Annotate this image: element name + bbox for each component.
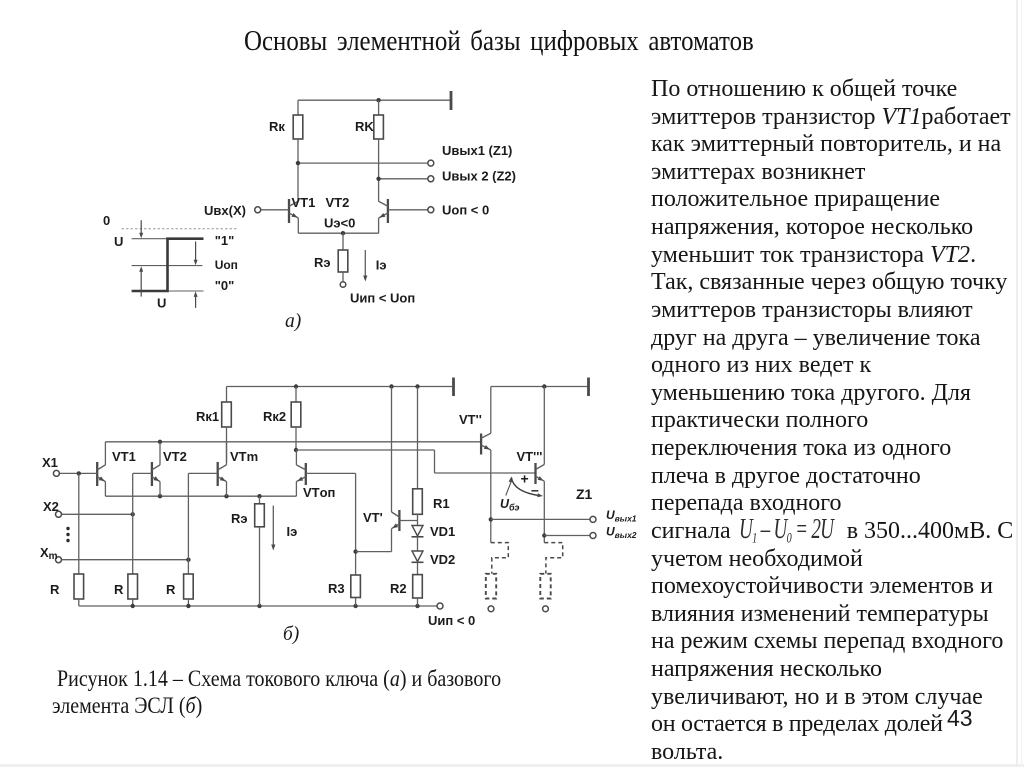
svg-text:R: R <box>114 582 124 597</box>
svg-text:–: – <box>531 482 539 498</box>
svg-text:Xm: Xm <box>40 545 58 562</box>
svg-text:Uэ<0: Uэ<0 <box>324 216 355 231</box>
svg-text:0: 0 <box>103 213 110 228</box>
svg-text:Uоп: Uоп <box>215 258 238 272</box>
svg-text:Iэ: Iэ <box>287 524 298 539</box>
svg-text:Uвых1: Uвых1 <box>606 508 637 524</box>
svg-text:RK: RK <box>355 119 374 134</box>
svg-text:+: + <box>521 471 529 487</box>
svg-text:VT': VT' <box>363 510 383 525</box>
svg-text:Iэ: Iэ <box>376 258 387 273</box>
svg-text:Uвых2: Uвых2 <box>606 525 637 541</box>
svg-text:Uвых 2 (Z2): Uвых 2 (Z2) <box>442 169 516 184</box>
svg-text:R1: R1 <box>433 496 450 511</box>
svg-text:R3: R3 <box>328 581 345 596</box>
svg-text:Rк2: Rк2 <box>263 409 286 424</box>
svg-text:Uбэ: Uбэ <box>500 497 519 513</box>
svg-text:VT2: VT2 <box>326 195 350 210</box>
svg-text:Uип < 0: Uип < 0 <box>428 613 475 628</box>
svg-text:а): а) <box>285 311 301 332</box>
svg-text:R2: R2 <box>390 581 407 596</box>
svg-text:U: U <box>157 296 166 311</box>
svg-text:VT1: VT1 <box>292 195 316 210</box>
svg-text:Rк: Rк <box>269 119 285 134</box>
svg-text:б): б) <box>283 624 299 645</box>
svg-text:"1": "1" <box>215 233 235 248</box>
svg-text:Uвх(X): Uвх(X) <box>204 203 246 218</box>
svg-text:R: R <box>50 582 60 597</box>
svg-text:Rэ: Rэ <box>314 255 331 270</box>
svg-text:R: R <box>166 582 176 597</box>
svg-text:VT2: VT2 <box>163 449 187 464</box>
svg-text:U: U <box>114 234 123 249</box>
svg-text:Uип < Uоп: Uип < Uоп <box>350 291 415 306</box>
svg-text:Uвых1 (Z1): Uвых1 (Z1) <box>442 143 512 158</box>
svg-text:Z1: Z1 <box>576 486 593 502</box>
svg-text:X1: X1 <box>42 455 58 470</box>
svg-text:VTm: VTm <box>230 449 258 464</box>
svg-text:VT'': VT'' <box>459 412 482 427</box>
svg-text:VT1: VT1 <box>112 449 136 464</box>
svg-text:VD1: VD1 <box>430 524 455 539</box>
svg-text:Uоп < 0: Uоп < 0 <box>442 203 489 218</box>
svg-text:Rэ: Rэ <box>231 511 248 526</box>
svg-text:VTоп: VTоп <box>303 485 335 500</box>
svg-text:VT''': VT''' <box>517 449 543 464</box>
svg-text:"0": "0" <box>215 278 235 293</box>
svg-text:X2: X2 <box>43 499 59 514</box>
svg-text:Rк1: Rк1 <box>196 409 219 424</box>
svg-text:VD2: VD2 <box>430 552 455 567</box>
